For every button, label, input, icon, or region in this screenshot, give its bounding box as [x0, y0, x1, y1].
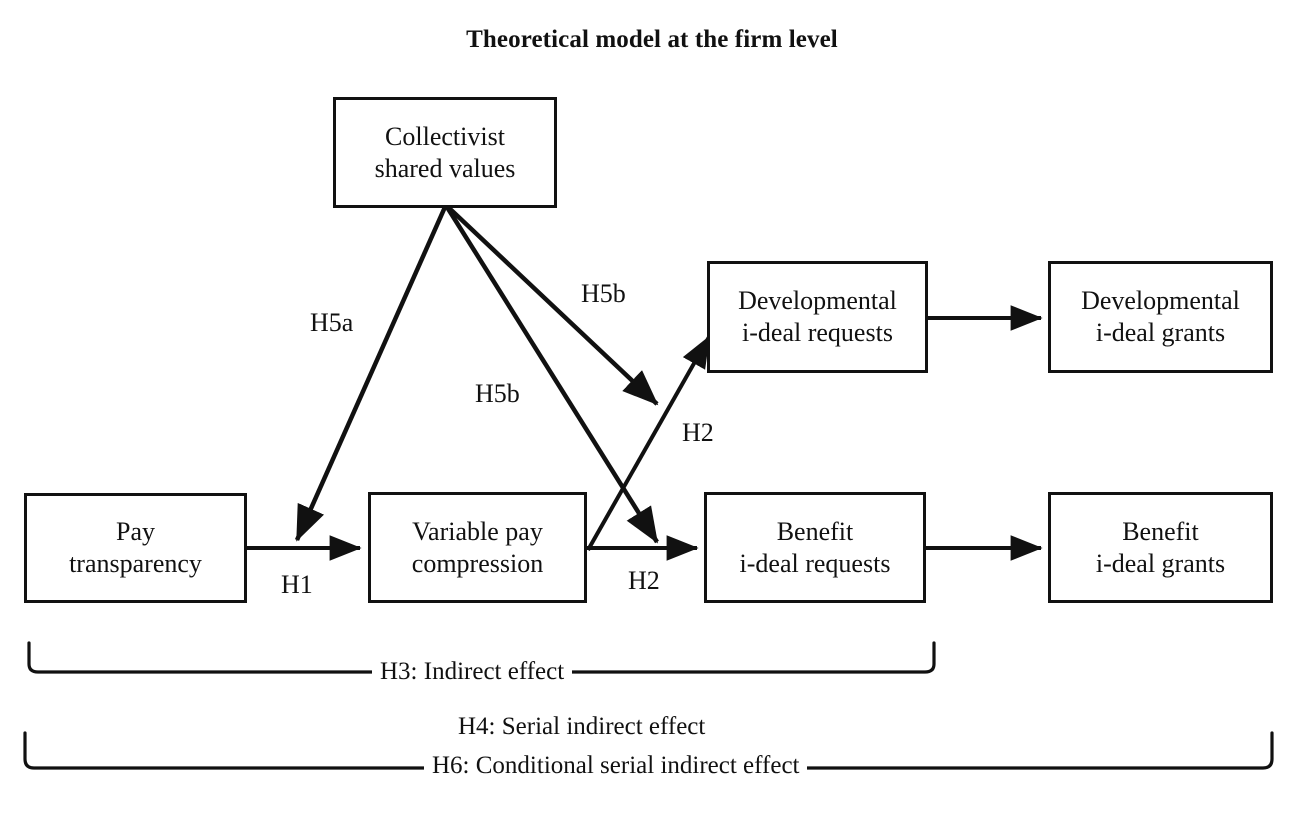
- node-label: Pay transparency: [69, 517, 202, 578]
- edge-h2-diagonal: [586, 335, 711, 551]
- edge-h5b-lower: [445, 205, 659, 544]
- bracket-label-h6: H6: Conditional serial indirect effect: [424, 753, 808, 778]
- edge-label-h5b-lower: H5b: [475, 379, 520, 408]
- edge-label-h5a: H5a: [310, 308, 354, 337]
- node-collectivist-shared-values[interactable]: Collectivist shared values: [333, 97, 557, 208]
- node-label: Developmental i-deal requests: [738, 286, 897, 347]
- node-label: Developmental i-deal grants: [1081, 286, 1240, 347]
- node-benefit-i-deal-requests[interactable]: Benefit i-deal requests: [704, 492, 926, 603]
- edge-label-h2-diagonal: H2: [682, 418, 714, 447]
- node-label: Benefit i-deal grants: [1095, 516, 1226, 578]
- edge-label-h5b-upper: H5b: [581, 279, 626, 308]
- node-developmental-i-deal-grants[interactable]: Developmental i-deal grants: [1048, 261, 1273, 373]
- node-developmental-i-deal-requests[interactable]: Developmental i-deal requests: [707, 261, 928, 373]
- node-label: Collectivist shared values: [374, 121, 516, 183]
- edge-h5a: [294, 206, 448, 542]
- node-variable-pay-compression[interactable]: Variable pay compression: [368, 492, 587, 603]
- page-title: Theoretical model at the firm level: [466, 26, 838, 53]
- node-pay-transparency[interactable]: Pay transparency: [24, 493, 247, 603]
- edge-label-h2-horizontal: H2: [628, 566, 660, 595]
- bracket-label-h3: H3: Indirect effect: [372, 659, 573, 684]
- edge-label-h1: H1: [281, 570, 313, 599]
- node-benefit-i-deal-grants[interactable]: Benefit i-deal grants: [1048, 492, 1273, 603]
- node-label: Variable pay compression: [411, 516, 544, 578]
- edge-h5b-upper: [446, 205, 659, 406]
- bracket-label-h4: H4: Serial indirect effect: [450, 714, 714, 739]
- node-label: Benefit i-deal requests: [739, 516, 891, 578]
